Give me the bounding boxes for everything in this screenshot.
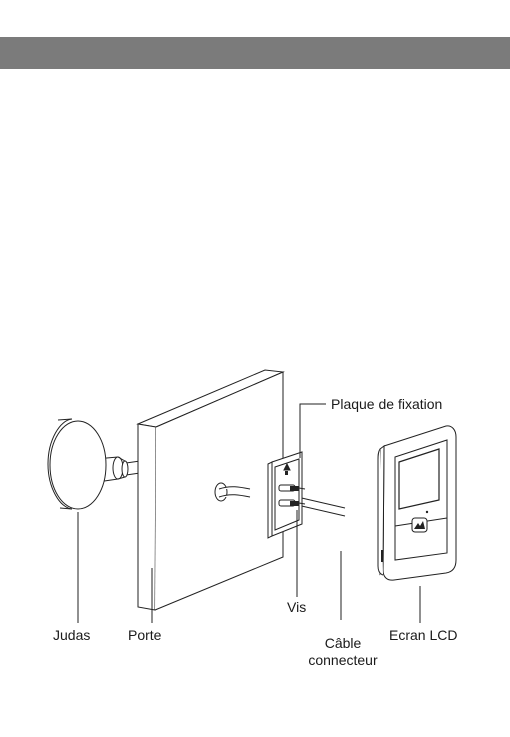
label-plaque-de-fixation: Plaque de fixation <box>331 396 442 413</box>
label-vis: Vis <box>287 599 306 616</box>
label-cable-line1: Câble <box>293 635 393 652</box>
label-porte: Porte <box>128 627 161 644</box>
lcd-screen <box>378 426 456 580</box>
door <box>138 370 283 610</box>
label-cable-line2: connecteur <box>293 652 393 669</box>
mounting-plate <box>268 452 305 538</box>
label-ecran-lcd: Ecran LCD <box>389 627 457 644</box>
label-cable-connecteur: Câble connecteur <box>293 635 393 669</box>
peephole <box>48 419 128 509</box>
label-judas: Judas <box>53 627 90 644</box>
